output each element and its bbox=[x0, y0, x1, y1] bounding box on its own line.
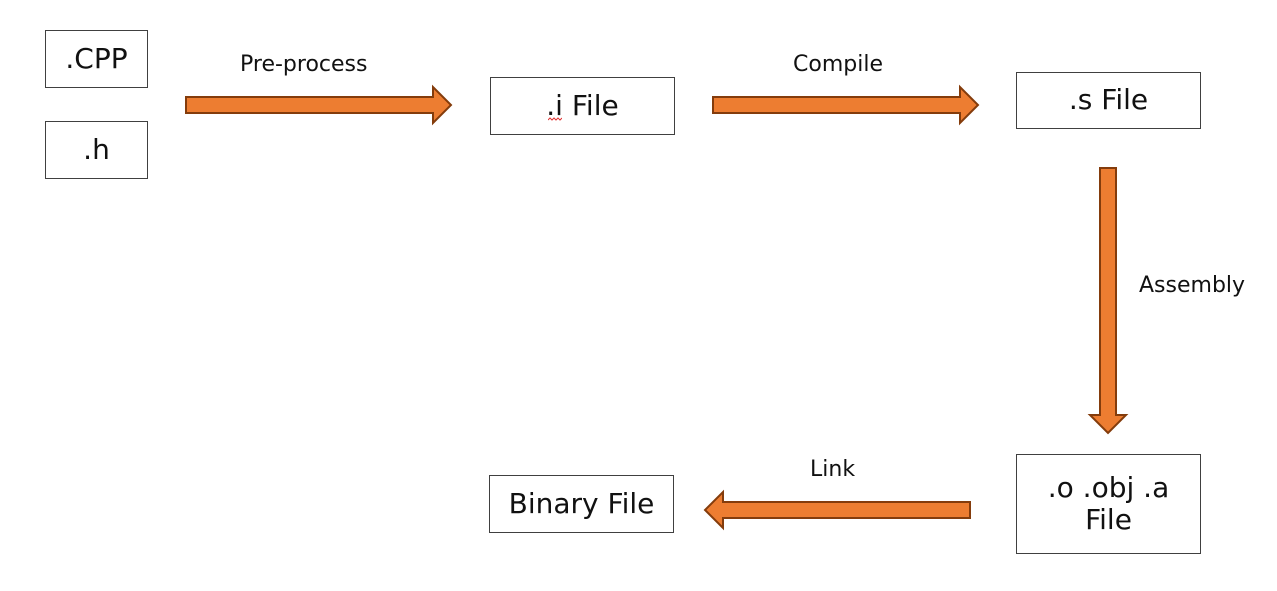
preprocess-label: Pre-process bbox=[240, 52, 368, 77]
link-arrow bbox=[703, 489, 971, 531]
spellcheck-underline bbox=[548, 117, 562, 121]
s-file-node: .s File bbox=[1016, 72, 1201, 129]
obj-file-node: .o .obj .a File bbox=[1016, 454, 1201, 554]
obj-file-node-label-line2: File bbox=[1085, 503, 1132, 536]
binary-file-node: Binary File bbox=[489, 475, 674, 533]
i-file-node: .i File bbox=[490, 77, 675, 135]
cpp-node: .CPP bbox=[45, 30, 148, 88]
compile-arrow bbox=[712, 84, 980, 126]
binary-file-node-label: Binary File bbox=[508, 486, 655, 520]
i-file-node-label: .i File bbox=[546, 88, 619, 122]
link-label: Link bbox=[810, 457, 856, 482]
h-node-label: .h bbox=[83, 132, 110, 166]
h-node: .h bbox=[45, 121, 148, 179]
assembly-label: Assembly bbox=[1139, 273, 1246, 298]
preprocess-arrow bbox=[185, 84, 453, 126]
assembly-arrow bbox=[1087, 167, 1129, 435]
cpp-node-label: .CPP bbox=[65, 41, 128, 75]
obj-file-node-label-line1: .o .obj .a bbox=[1047, 470, 1170, 504]
compile-label: Compile bbox=[793, 52, 883, 77]
s-file-node-label: .s File bbox=[1068, 83, 1149, 117]
